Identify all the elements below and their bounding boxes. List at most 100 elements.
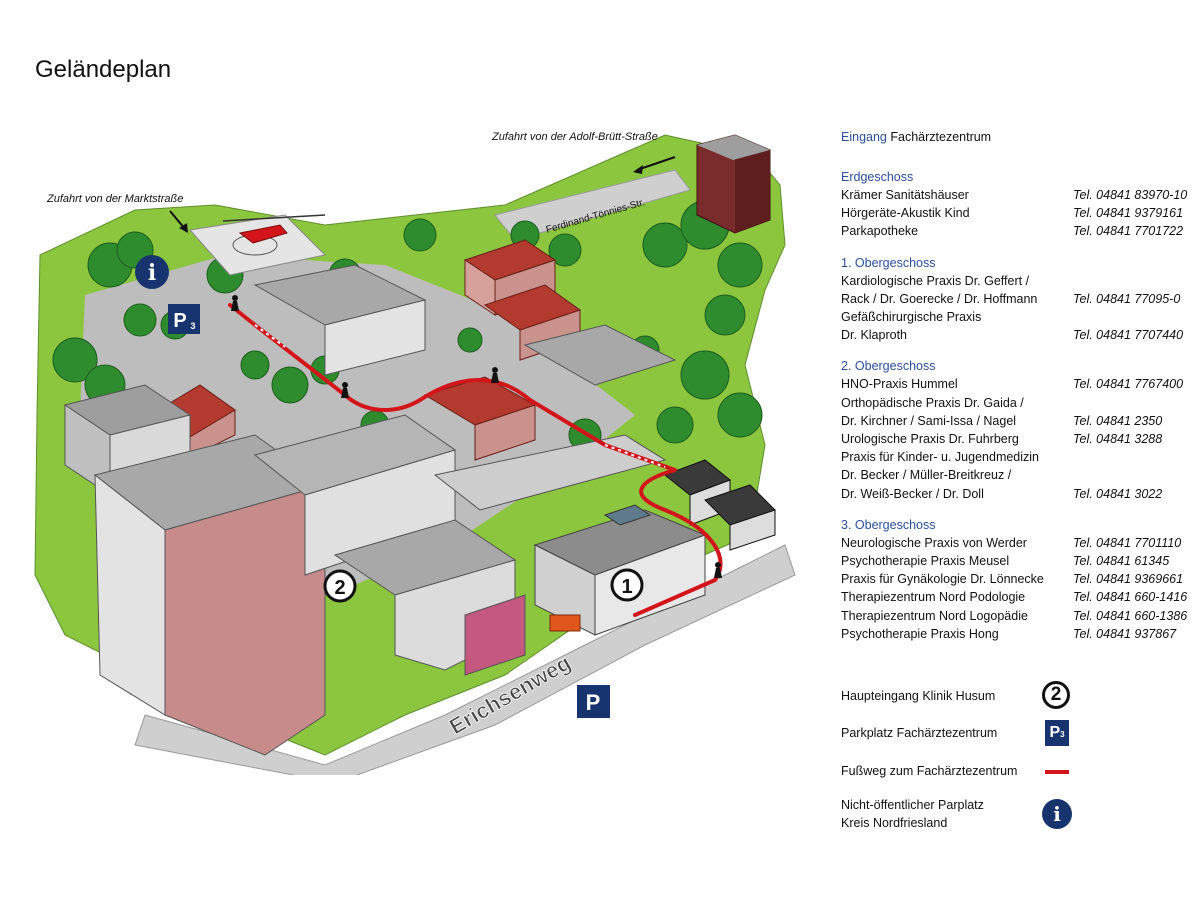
practice-name: Parkapotheke [841,224,919,239]
practice-name: Praxis für Kinder- u. Jugendmedizin [841,450,1040,465]
practice-name: Urologische Praxis Dr. Fuhrberg [841,432,1019,447]
practice-name: Psychotherapie Praxis Meusel [841,554,1010,569]
floor-title: 1. Obergeschoss [841,255,936,270]
specialist-center-building [533,504,707,636]
floor-title: 3. Obergeschoss [841,517,936,532]
legend-parking-label: Parkplatz Fachärztezentrum [841,726,998,740]
legend-main-entrance-label: Haupteingang Klinik Husum [841,689,996,703]
practice-name: Kardiologische Praxis Dr. Geffert / [841,273,1030,288]
phone-number[interactable]: Tel. 04841 83970-10 [1073,188,1188,202]
directory-row: Dr. Kirchner / Sami-Issa / Nagel Tel. 048… [841,412,1191,430]
practice-name: Praxis für Gynäkologie Dr. Lönnecke [841,572,1044,587]
phone-number[interactable] [1073,272,1191,290]
phone-number[interactable]: Tel. 04841 7701110 [1073,535,1182,550]
legend-parking: Parkplatz Fachärztezentrum P3 [841,718,1081,758]
phone-number[interactable] [1073,394,1191,412]
ferdinand-road [494,169,691,241]
directory-row: Psychotherapie Praxis Meusel Tel. 04841 6… [841,552,1191,570]
directory-row: Praxis für Gynäkologie Dr. Lönnecke Tel. … [841,570,1191,588]
page-title: Geländeplan [35,56,172,83]
entrance-2-icon: 2 [1042,681,1070,709]
legend-footpath: Fußweg zum Fachärztezentrum [841,760,1081,800]
phone-number[interactable]: Tel. 04841 7707440 [1073,328,1184,343]
label-access-markt: Zufahrt von der Marktstraße [46,193,183,205]
arrow-adolf [636,156,676,171]
directory-row: Therapiezentrum Nord Logopädie Tel. 04841… [841,607,1191,625]
phone-number[interactable]: Tel. 04841 9369661 [1073,572,1184,587]
phone-number[interactable]: Tel. 04841 9379161 [1073,206,1184,221]
phone-number[interactable] [1073,448,1191,466]
directory-row: Kardiologische Praxis Dr. Geffert / [841,272,1191,290]
phone-number[interactable]: Tel. 04841 7767400 [1073,377,1184,392]
parking-p3-icon: P3 [1045,720,1069,746]
entrance-2-marker[interactable]: 2 [323,569,357,603]
parking-p-marker[interactable]: P [577,685,610,718]
phone-number[interactable]: Tel. 04841 77095-0 [1073,291,1181,306]
directory-row: HNO-Praxis Hummel Tel. 04841 7767400 [841,375,1191,393]
phone-number[interactable]: Tel. 04841 2350 [1073,413,1163,428]
practice-name: Gefäßchirurgische Praxis [841,310,982,325]
practice-name: Therapiezentrum Nord Logopädie [841,608,1028,623]
practice-name: Hörgeräte-Akustik Kind [841,206,970,221]
hospital-buildings [63,264,677,756]
svg-text:1: 1 [621,576,632,598]
practice-name: Psychotherapie Praxis Hong [841,626,999,641]
directory-row: Therapiezentrum Nord Podologie Tel. 04841… [841,588,1191,606]
practice-name: Therapiezentrum Nord Podologie [841,590,1026,605]
directory-row: Orthopädische Praxis Dr. Gaida / [841,394,1191,412]
phone-number[interactable] [1073,308,1191,326]
tower-building [696,134,771,234]
ambulance [549,614,581,632]
svg-text:3: 3 [190,321,195,331]
phone-number[interactable]: Tel. 04841 660-1386 [1073,608,1188,623]
phone-number[interactable] [1073,466,1191,484]
entrance-heading: Eingang Fachärztezentrum [841,130,1191,144]
svg-text:P: P [586,690,601,715]
directory-row: Gefäßchirurgische Praxis [841,308,1191,326]
svg-text:2: 2 [334,577,345,599]
entrance-name: Fachärztezentrum [890,130,992,144]
svg-text:P: P [173,310,186,332]
directory-row: Praxis für Kinder- u. Jugendmedizin [841,448,1191,466]
practice-name: Dr. Becker / Müller-Breitkreuz / [841,468,1012,483]
floor-title: Erdgeschoss [841,170,914,184]
legend-main-entrance: Haupteingang Klinik Husum 2 [841,676,1081,716]
phone-number[interactable]: Tel. 04841 660-1416 [1073,590,1188,605]
practice-name: Neurologische Praxis von Werder [841,535,1027,550]
phone-number[interactable]: Tel. 04841 61345 [1073,554,1170,569]
practice-name: Dr. Klaproth [841,328,908,343]
practice-name: Krämer Sanitätshäuser [841,188,969,202]
pedestrian-icon [231,295,722,578]
entrance-1-marker[interactable]: 1 [610,568,644,602]
floor-title: 2. Obergeschoss [841,359,936,374]
practice-name: Dr. Kirchner / Sami-Issa / Nagel [841,413,1017,428]
site-map[interactable]: Zufahrt von der Adolf-Brütt-Straße Zufah… [25,115,825,775]
directory-row: Urologische Praxis Dr. Fuhrberg Tel. 0484… [841,430,1191,448]
footpath-line-icon [1045,770,1069,774]
practice-name: HNO-Praxis Hummel [841,377,958,392]
phone-number[interactable]: Tel. 04841 3288 [1073,432,1163,447]
directory-row: Neurologische Praxis von Werder Tel. 0484… [841,534,1191,552]
phone-number[interactable]: Tel. 04841 3022 [1073,486,1163,501]
phone-number[interactable]: Tel. 04841 937867 [1073,626,1177,641]
parking-p3-marker[interactable]: P 3 [168,304,200,334]
legend-footpath-label: Fußweg zum Fachärztezentrum [841,764,1018,778]
footpath-route [228,303,723,617]
erichsenweg-road [134,544,796,775]
info-marker[interactable]: i [135,255,169,289]
label-access-adolf: Zufahrt von der Adolf-Brütt-Straße [491,131,658,143]
entrance-prefix: Eingang [841,130,887,144]
phone-number[interactable]: Tel. 04841 7701722 [1073,224,1184,239]
site-map-illustration: Zufahrt von der Adolf-Brütt-Straße Zufah… [34,131,796,775]
info-icon: i [1042,799,1072,829]
directory-row: Dr. Becker / Müller-Breitkreuz / [841,466,1191,484]
